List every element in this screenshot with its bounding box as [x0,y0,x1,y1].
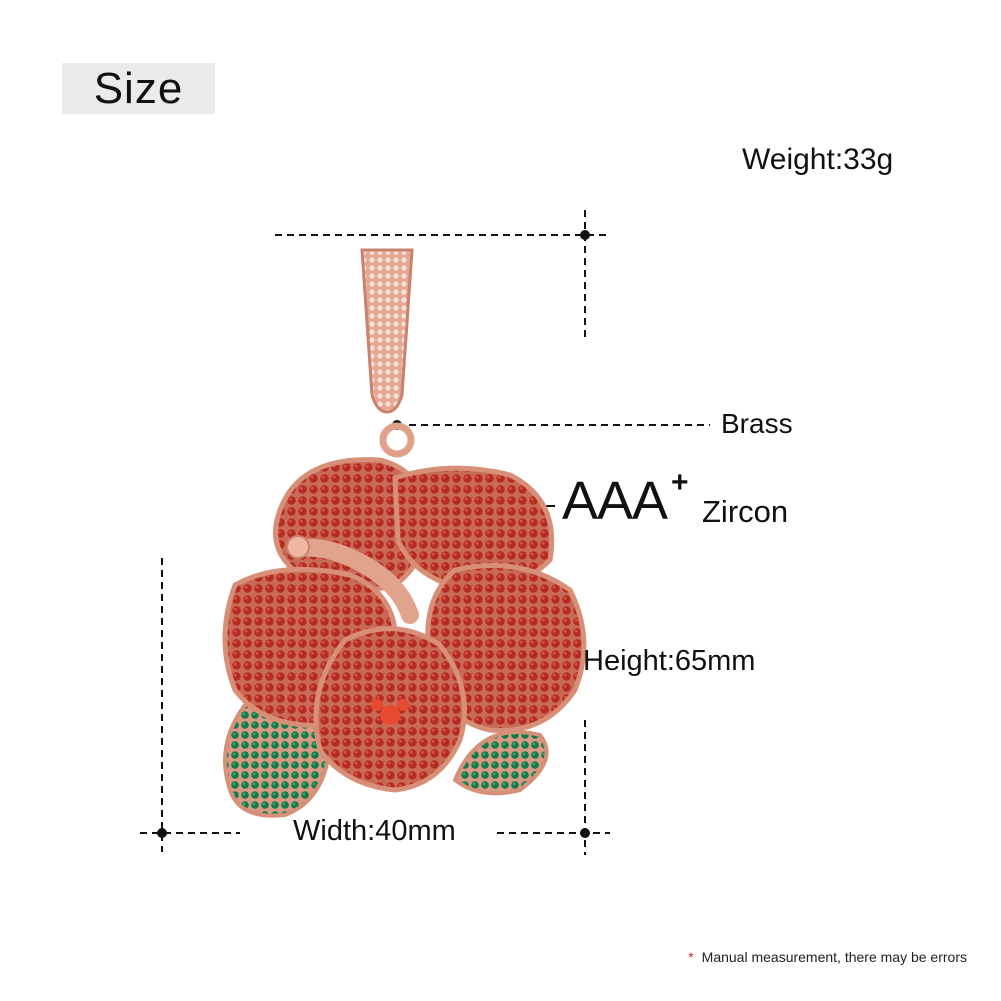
height-label: Height:65mm [583,645,756,677]
asterisk-icon: * [688,949,694,965]
pendant-leaves [223,702,549,818]
stone-type-label: Zircon [702,494,789,529]
width-label: Width:40mm [293,815,456,847]
stone-grade-plus: + [671,466,689,499]
pendant-stamen [286,535,419,725]
pendant-bail [360,248,415,458]
size-title: Size [62,63,215,114]
material-label: Brass [721,408,793,439]
stone-grade-label: AAA [562,471,668,531]
measurement-note: * Manual measurement, there may be errors [688,949,967,965]
measurement-note-text: Manual measurement, there may be errors [701,949,967,965]
weight-label: Weight:33g [742,143,894,176]
